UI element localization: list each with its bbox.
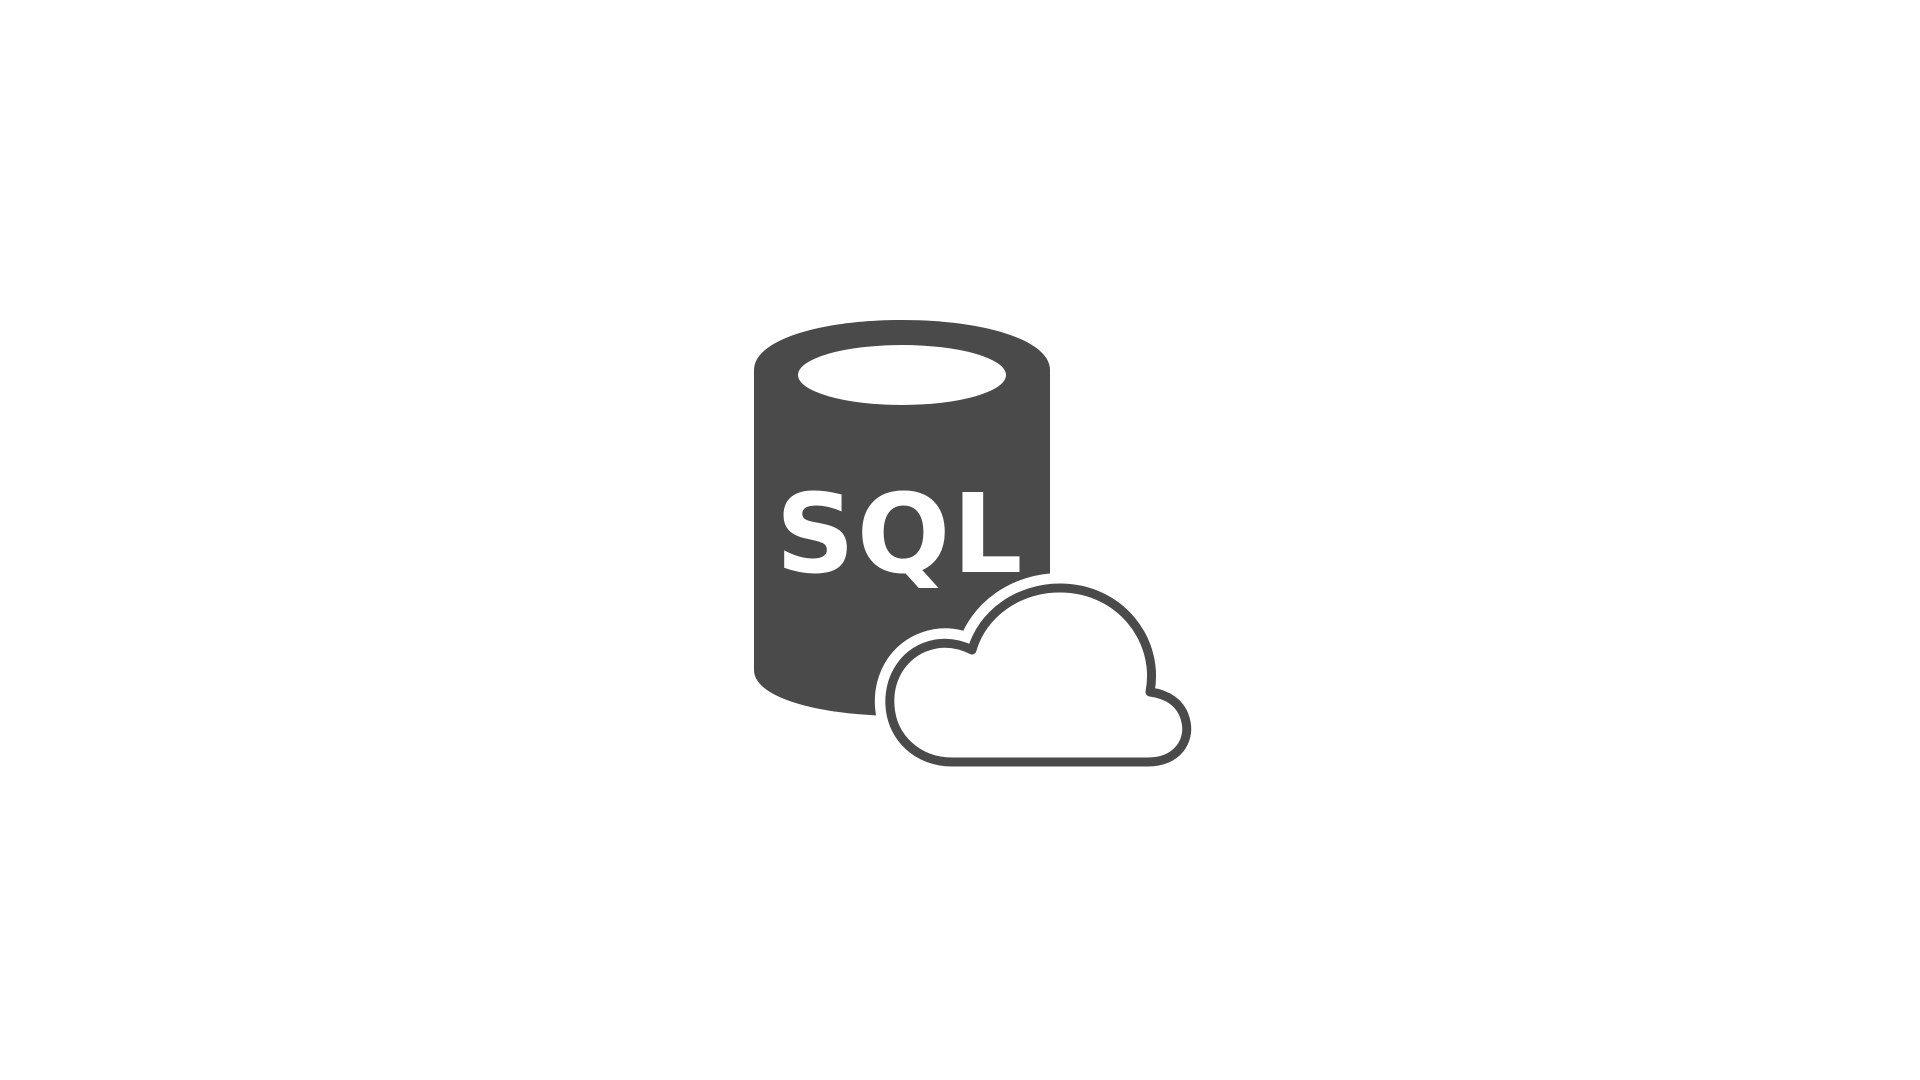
cloud-outline (885, 583, 1192, 767)
database-icon: SQL (754, 320, 1050, 716)
cloud-icon (874, 573, 1202, 777)
database-top-opening (798, 345, 1006, 405)
sql-label: SQL (776, 470, 1025, 598)
